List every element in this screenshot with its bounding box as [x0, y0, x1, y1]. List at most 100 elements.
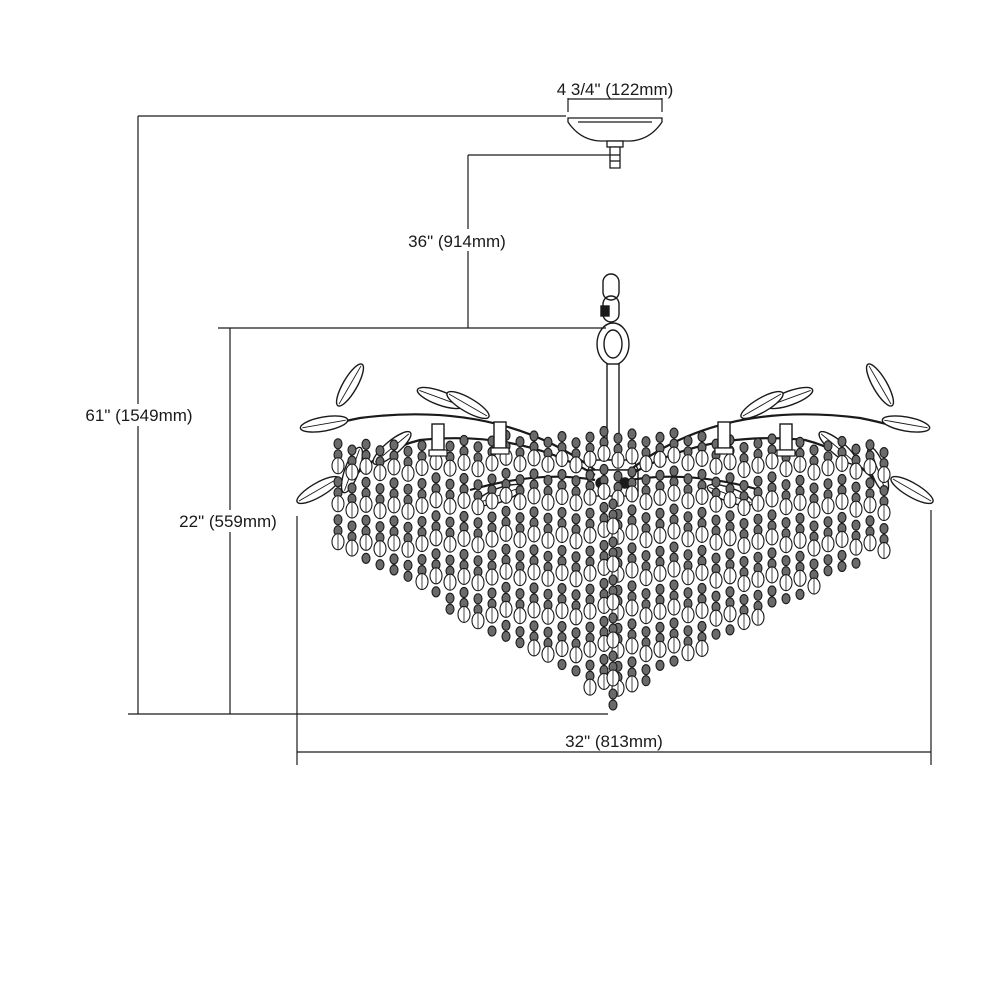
crystal: [641, 474, 651, 486]
crystal: [571, 513, 581, 525]
crystal: [431, 586, 441, 598]
crystal: [403, 445, 413, 457]
crystal: [585, 545, 595, 557]
crystal-strand-40: [606, 498, 620, 711]
crystal: [655, 431, 665, 443]
crystal: [445, 603, 455, 615]
crystal: [515, 436, 525, 448]
crystal: [417, 515, 427, 528]
crystal: [809, 482, 819, 494]
crystal: [389, 477, 399, 489]
crystal: [529, 582, 539, 594]
crystal-strand-30: [751, 437, 765, 626]
crystal: [753, 551, 763, 563]
crystal: [585, 659, 595, 671]
crystal: [599, 539, 609, 552]
crystal-strand-17: [569, 437, 583, 677]
crystal-strand-21: [625, 428, 639, 693]
crystal: [711, 552, 721, 564]
crystal: [711, 590, 721, 602]
leaf-6: [865, 363, 895, 407]
crystal: [725, 548, 735, 560]
crystal: [655, 469, 665, 481]
crystal: [641, 436, 651, 448]
crystal: [837, 560, 847, 573]
crystal-strand-35: [821, 440, 835, 577]
crystal: [823, 565, 833, 577]
crystal: [403, 570, 413, 582]
crystal: [865, 515, 875, 527]
crystal: [515, 588, 525, 600]
crystal: [375, 483, 385, 495]
crystal-strand-24: [667, 427, 681, 667]
crystal-strand-13: [513, 436, 527, 649]
crystal: [487, 549, 497, 561]
crystal: [641, 664, 651, 676]
crystal: [608, 699, 618, 711]
crystal: [599, 577, 609, 590]
crystal: [767, 547, 777, 559]
crystal: [697, 468, 707, 481]
crystal: [417, 439, 427, 452]
crystal: [529, 506, 539, 518]
crystal: [683, 473, 693, 485]
crystal: [347, 482, 357, 494]
crystal: [599, 463, 609, 476]
crystal: [627, 466, 637, 478]
crystal: [403, 521, 413, 533]
crystal: [613, 470, 623, 482]
crystal: [753, 589, 763, 601]
crystal: [739, 441, 749, 454]
crystal: [445, 440, 455, 452]
crystal: [641, 512, 651, 524]
crystal: [823, 554, 833, 566]
crystal-strand-0: [331, 438, 345, 551]
crystal: [655, 659, 665, 671]
crystal-strand-23: [653, 431, 667, 671]
crystal: [473, 479, 483, 491]
crystal: [837, 473, 847, 486]
candle-socket-2: [714, 421, 734, 455]
crystal: [851, 443, 861, 455]
crystal: [669, 465, 679, 477]
crystal: [725, 586, 735, 598]
crystal: [599, 425, 609, 438]
crystal: [753, 513, 763, 525]
crystal: [515, 550, 525, 562]
crystal: [655, 545, 665, 557]
crystal: [837, 435, 847, 448]
crystal: [417, 477, 427, 490]
crystal: [445, 554, 455, 566]
crystal: [879, 446, 889, 459]
crystal-strand-3: [373, 445, 387, 571]
crystal-strand-12: [499, 429, 513, 642]
crystal: [669, 427, 679, 439]
crystal: [608, 650, 618, 662]
fixture-height-label: 22" (559mm): [179, 512, 277, 531]
crystal: [739, 479, 749, 492]
dimension-labels: 4 3/4" (122mm) 36" (914mm) 61" (1549mm) …: [72, 80, 688, 751]
leaf-2: [296, 475, 340, 505]
crystal: [767, 585, 777, 597]
crystal-strand-11: [485, 435, 499, 637]
crystal: [725, 624, 735, 636]
crystal: [585, 621, 595, 633]
crystal: [851, 557, 861, 569]
crystal: [669, 655, 679, 667]
crystal: [389, 439, 399, 451]
crystal: [389, 515, 399, 527]
crystal-strand-5: [401, 445, 415, 582]
crystal: [487, 511, 497, 523]
crystal: [445, 516, 455, 528]
crystal: [431, 548, 441, 560]
crystal: [571, 551, 581, 563]
crystal: [333, 476, 343, 488]
leaf-8: [890, 475, 934, 505]
crystal: [585, 507, 595, 519]
crystal: [375, 559, 385, 571]
crystal: [627, 542, 637, 554]
crystal: [543, 588, 553, 600]
crystal: [333, 438, 343, 450]
crystal: [809, 520, 819, 532]
